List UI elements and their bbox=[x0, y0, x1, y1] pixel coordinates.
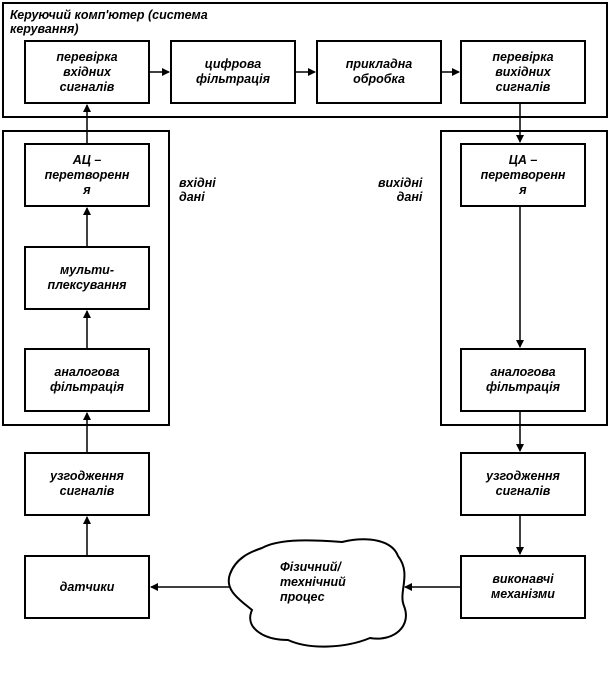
sensors-box: датчики bbox=[24, 555, 150, 619]
actuators-box: виконавчі механізми bbox=[460, 555, 586, 619]
output-signal-check-box: перевірка вихідних сигналів bbox=[460, 40, 586, 104]
applied-processing-box: прикладна обробка bbox=[316, 40, 442, 104]
control-computer-title: Керуючий комп'ютер (система керування) bbox=[10, 8, 208, 37]
adc-conversion-box: АЦ – перетворенн я bbox=[24, 143, 150, 207]
output-analog-filtering-box: аналогова фільтрація bbox=[460, 348, 586, 412]
input-data-label: вхідні дані bbox=[179, 176, 216, 205]
control-computer-frame bbox=[2, 2, 608, 118]
input-data-frame bbox=[2, 130, 170, 426]
dac-conversion-box: ЦА – перетворенн я bbox=[460, 143, 586, 207]
physical-process-label: Фізичний/ технічний процес bbox=[280, 560, 346, 604]
multiplexing-box: мульти- плексування bbox=[24, 246, 150, 310]
output-data-label: вихідні дані bbox=[378, 176, 423, 205]
left-signal-matching-box: узгодження сигналів bbox=[24, 452, 150, 516]
input-signal-check-box: перевірка вхідних сигналів bbox=[24, 40, 150, 104]
output-data-frame bbox=[440, 130, 608, 426]
digital-filtering-box: цифрова фільтрація bbox=[170, 40, 296, 104]
right-signal-matching-box: узгодження сигналів bbox=[460, 452, 586, 516]
input-analog-filtering-box: аналогова фільтрація bbox=[24, 348, 150, 412]
